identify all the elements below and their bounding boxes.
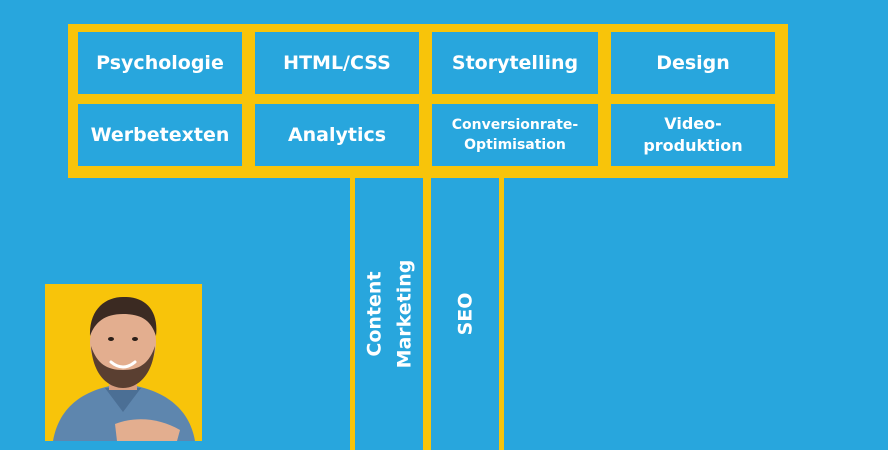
skills-frame: Psychologie HTML/CSS Storytelling Design… — [68, 24, 788, 178]
cell-label: Design — [656, 52, 730, 74]
cell-html-css: HTML/CSS — [255, 32, 419, 94]
cell-label: HTML/CSS — [283, 52, 391, 74]
column-seo-fill — [431, 178, 499, 450]
cell-label: Conversionrate- Optimisation — [451, 117, 579, 153]
cell-label: Werbetexten — [90, 124, 230, 146]
cell-label: Video- produktion — [643, 114, 743, 155]
cell-label: Storytelling — [451, 52, 579, 74]
cell-conversionrate-optimisation: Conversionrate- Optimisation — [432, 104, 598, 166]
cell-design: Design — [611, 32, 775, 94]
cell-werbetexten: Werbetexten — [78, 104, 242, 166]
cell-storytelling: Storytelling — [432, 32, 598, 94]
profile-photo — [45, 284, 202, 441]
cell-psychologie: Psychologie — [78, 32, 242, 94]
column-content-marketing — [350, 178, 428, 450]
cell-label: Analytics — [287, 124, 387, 146]
person-portrait-icon — [53, 296, 195, 441]
column-content-marketing-fill — [355, 178, 423, 450]
cell-videoproduktion: Video- produktion — [611, 104, 775, 166]
cell-analytics: Analytics — [255, 104, 419, 166]
cell-label: Psychologie — [96, 52, 224, 74]
column-seo — [426, 178, 504, 450]
